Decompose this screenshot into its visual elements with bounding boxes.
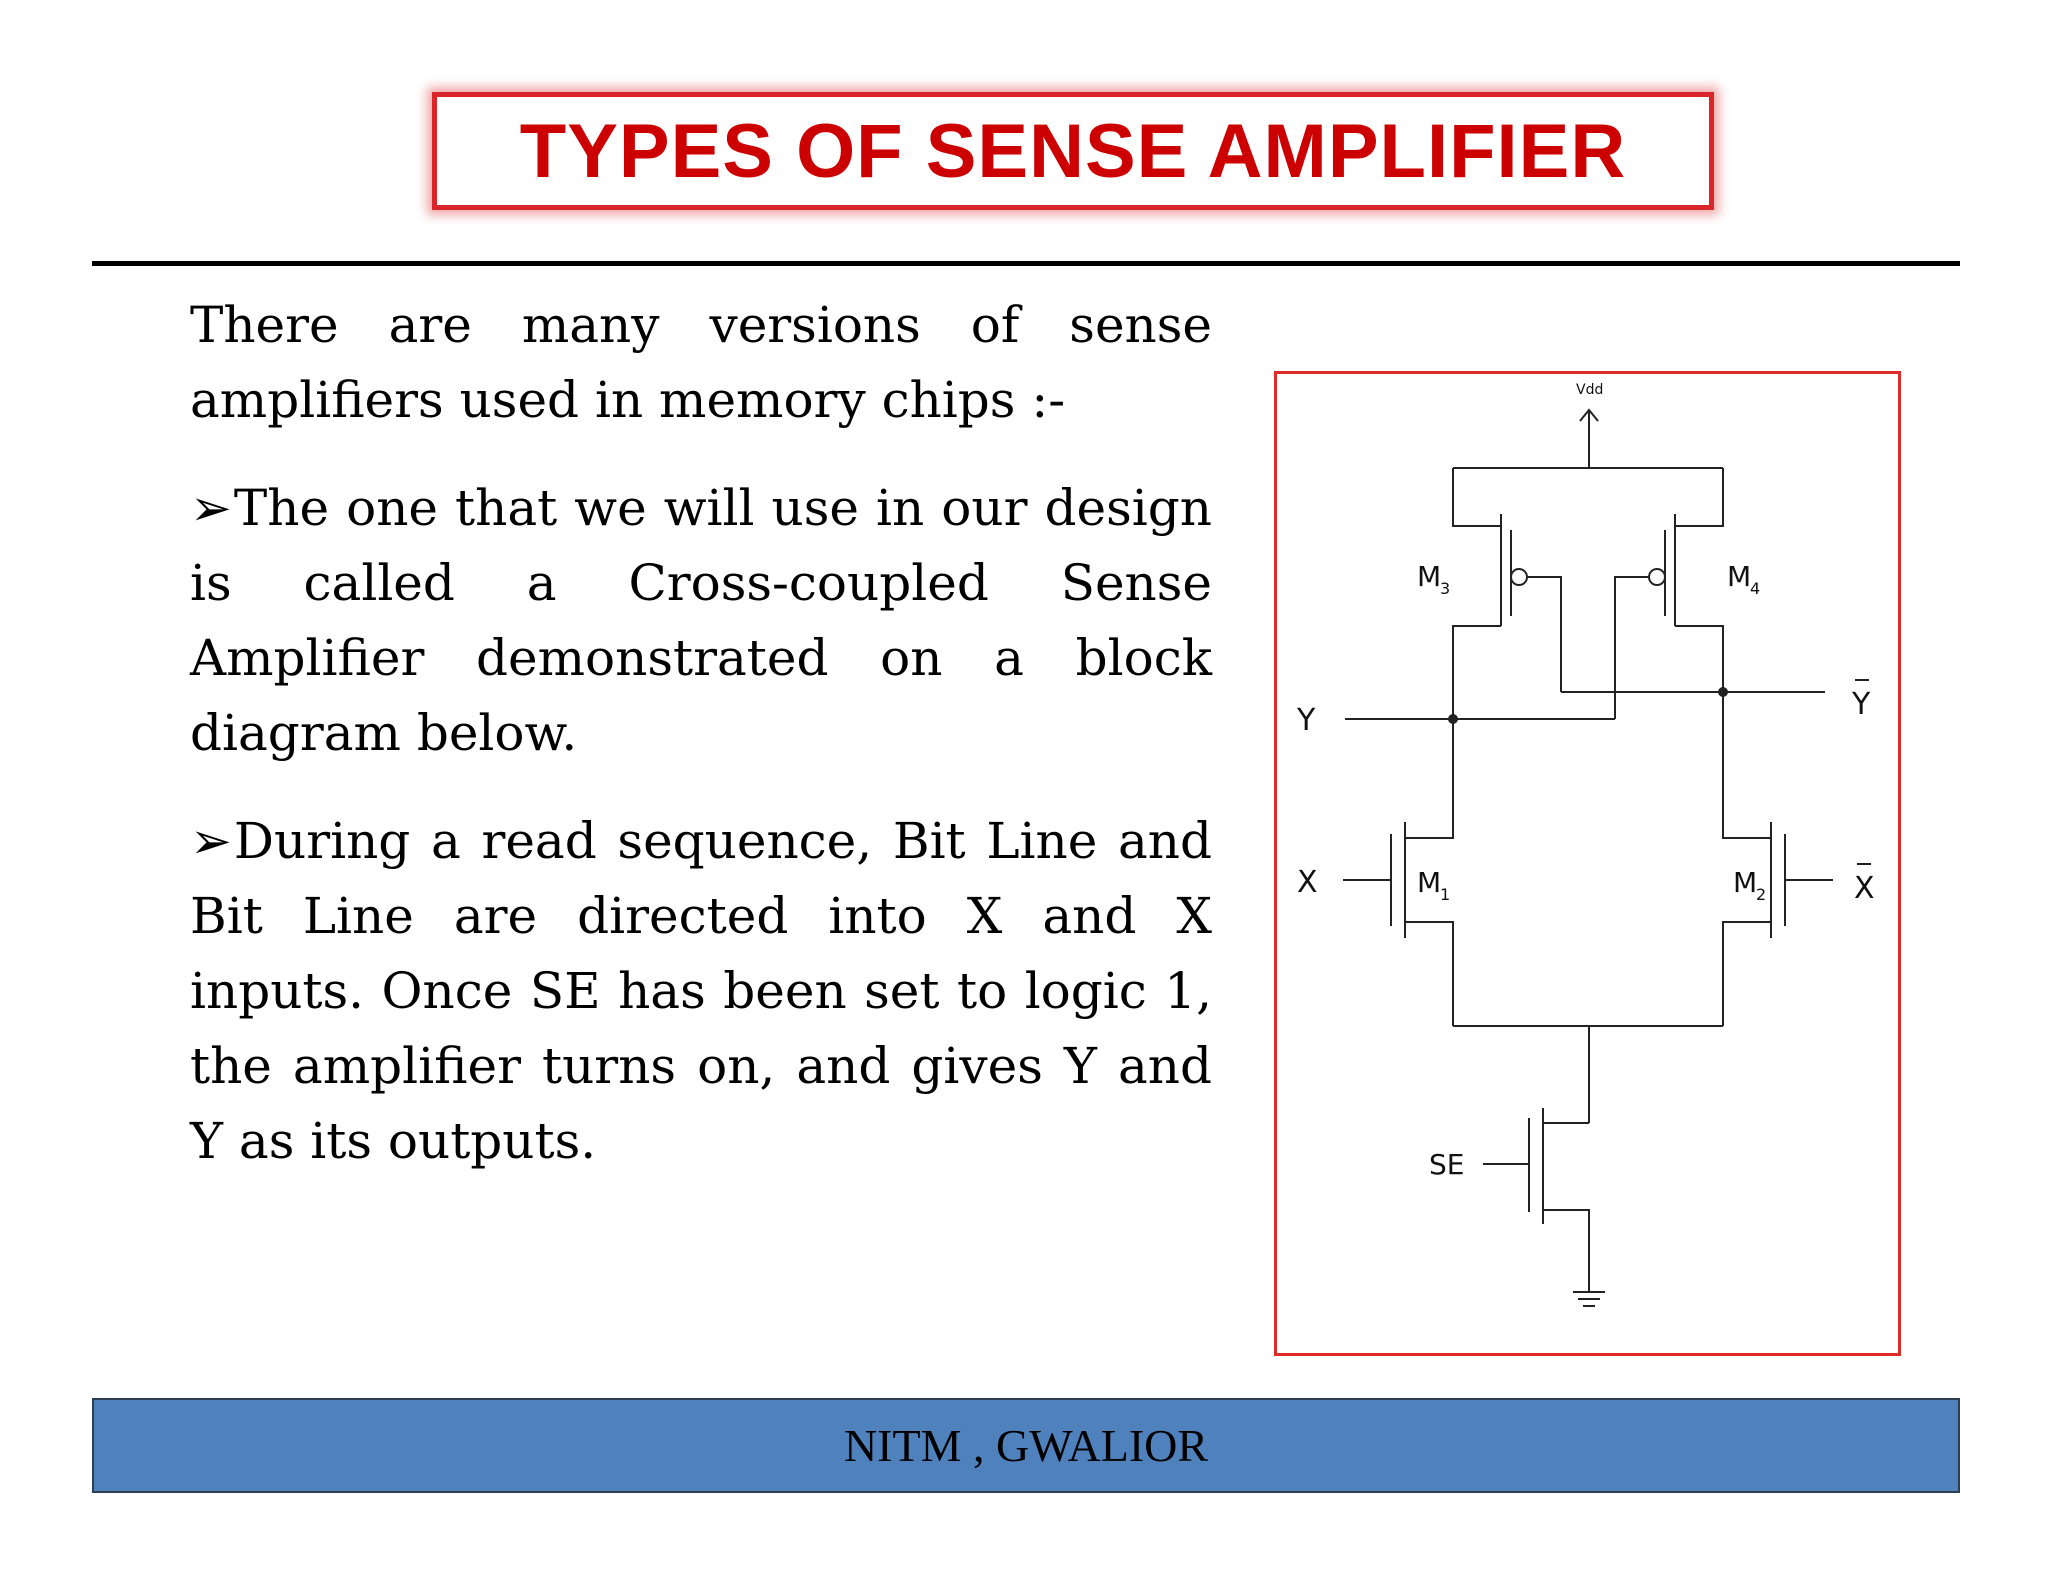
vdd-arrow-icon [1579,408,1599,422]
m2-drain-wire [1722,692,1771,839]
m1-subscript: 1 [1440,885,1450,904]
m1-source-wire [1405,921,1454,1026]
x-label: X [1297,865,1318,900]
m3-subscript: 3 [1440,579,1450,598]
bullet-item-1: ➢The one that we will use in our design … [190,471,1212,771]
m2-label: M [1733,866,1757,899]
m4-drain-wire [1675,625,1724,692]
m4-label: M [1727,560,1751,593]
arrow-bullet-icon: ➢ [190,479,232,537]
footer-bar: NITM , GWALIOR [92,1398,1960,1493]
slide-title: TYPES OF SENSE AMPLIFIER [519,108,1627,194]
se-source-wire [1543,1209,1590,1292]
m1-drain-wire [1405,719,1454,839]
m2-subscript: 2 [1756,885,1766,904]
sense-amplifier-schematic: Vdd M 3 M 4 M 1 M 2 Y Y X X SE [1296,382,1875,1307]
m3-drain-wire [1452,625,1501,719]
m3-bubble-icon [1510,568,1528,586]
m3-source-wire [1452,468,1501,527]
se-label: SE [1429,1148,1464,1181]
y-bar-junction-dot [1718,687,1728,697]
m2-source-wire [1722,921,1771,1026]
m4-subscript: 4 [1750,579,1760,598]
footer-text: NITM , GWALIOR [843,1420,1209,1471]
bullet-1-text: The one that we will use in our design i… [190,479,1212,762]
m3-gate-crossover-wire [1527,576,1562,692]
y-bar-label: Y [1851,687,1871,722]
x-bar-label: X [1854,871,1875,906]
m4-bubble-icon [1648,568,1666,586]
m4-gate-crossover-wire [1614,576,1649,719]
vdd-label: Vdd [1576,382,1603,398]
title-box: TYPES OF SENSE AMPLIFIER [432,92,1714,210]
body-text: There are many versions of sense amplifi… [190,288,1212,1212]
m3-label: M [1417,560,1441,593]
circuit-diagram-frame: Vdd M 3 M 4 M 1 M 2 Y Y X X SE [1274,371,1901,1356]
intro-paragraph: There are many versions of sense amplifi… [190,296,1212,429]
title-divider [92,261,1960,266]
bullet-item-2: ➢During a read sequence, Bit Line and Bi… [190,804,1212,1179]
m1-label: M [1417,866,1441,899]
y-label: Y [1296,703,1316,738]
y-junction-dot [1448,714,1458,724]
bullet-2-text: During a read sequence, Bit Line and Bit… [190,812,1212,1170]
m4-source-wire [1675,468,1724,527]
arrow-bullet-icon: ➢ [190,812,232,870]
